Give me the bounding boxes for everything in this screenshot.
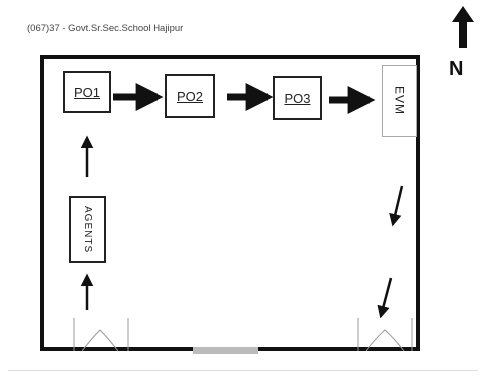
wall-opening [193,347,258,354]
evm-box: EVM [382,65,417,137]
po1-box: PO1 [63,71,111,113]
north-label: N [449,58,464,80]
arrow-evm-to-exit-upper [389,185,404,227]
po3-label: PO3 [284,90,311,106]
page-divider [8,370,478,371]
evm-label: EVM [392,86,407,116]
entry-door-icon [73,318,129,352]
po2-box: PO2 [165,74,215,118]
agents-box: AGENTS [69,196,106,263]
agents-label: AGENTS [82,205,93,254]
po3-box: PO3 [273,76,322,120]
map-title: (067)37 - Govt.Sr.Sec.School Hajipur [27,23,184,34]
exit-door-icon [357,318,413,352]
arrow-evm-to-exit-lower [377,277,393,319]
po2-label: PO2 [176,88,203,104]
po1-label: PO1 [73,84,100,100]
north-arrow-icon [452,6,474,48]
